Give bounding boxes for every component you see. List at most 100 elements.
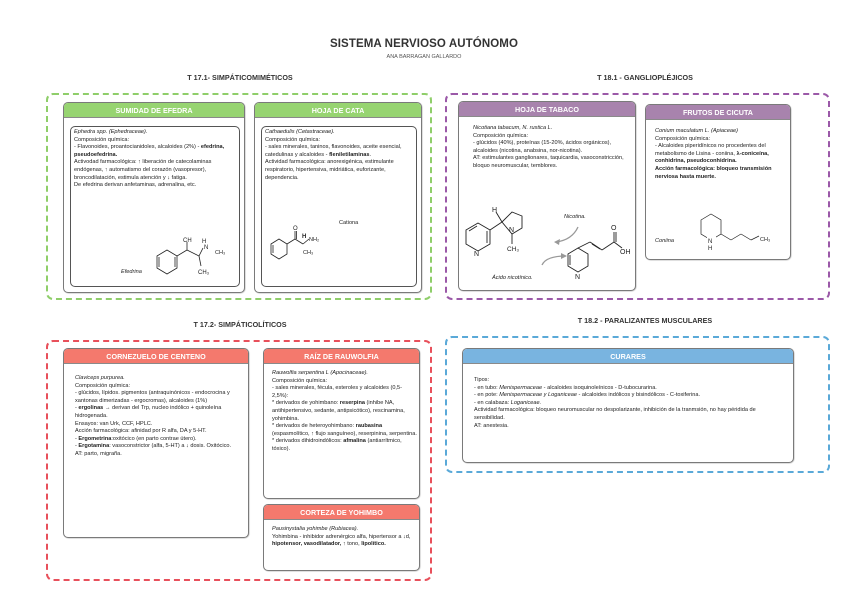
composition-text: - glúcidos, lípidos. pigmentos (antraqui… xyxy=(75,390,230,404)
coniine-molecule-icon: N H CH₃ xyxy=(700,213,770,252)
card-cornezuelo-de-centeno: CORNEZUELO DE CENTENO Claviceps purpurea… xyxy=(63,348,249,538)
species-name: Conium maculatum L. (Apiaceae) xyxy=(655,128,739,134)
mol-o-label: O xyxy=(611,225,617,232)
tipos-label: Tipos: xyxy=(474,377,490,383)
section-title-paralizantes-musculares: T 18.2 - PARALIZANTES MUSCULARES xyxy=(577,316,713,325)
text-part: → derivan del Trp, nucleo indólico + qui… xyxy=(75,405,222,419)
composition-text-end: . xyxy=(369,151,372,158)
activity-text: Actividad farmacológica: anorexigénica, … xyxy=(265,159,394,181)
mol-h-label: H xyxy=(492,207,497,214)
mol-ch3-label: CH₃ xyxy=(303,250,313,256)
card-body-yohimbo: Pausinystalia yohimbe (Rubiacea). Yohimb… xyxy=(272,526,418,549)
composition-text-part: - Alcaloides piperidínicos no procedente… xyxy=(655,143,766,157)
nicotine-label: Nicotina. xyxy=(564,214,586,220)
at-text: AT: parto, migraña. xyxy=(75,450,122,457)
activity-text: Acción farmacológica: bloqueo transmisió… xyxy=(655,165,772,180)
text-part: : vasoconstrictor (alfa, 5-HT) a ↓ dosis… xyxy=(109,443,232,450)
tipo-calabaza: - en calabaza: Loganiceae. xyxy=(474,400,786,408)
card-frutos-de-cicuta: FRUTOS DE CICUTA xyxy=(645,104,791,260)
tipo-pote: - en pote: Menispermaceae y Loganiceae -… xyxy=(474,392,786,400)
molecule-name: Coniina xyxy=(655,238,674,244)
ergometrina-text: - Ergometrina:oxitócico (en parto contra… xyxy=(75,436,245,444)
card-title: CURARES xyxy=(463,349,793,364)
text-part: :oxitócico (en parto contrae útero). xyxy=(111,435,197,442)
card-body-cata: Cathaedulis (Cetastraceae). Composición … xyxy=(261,126,417,287)
card-title: SUMIDAD DE EFEDRA xyxy=(64,103,244,118)
mol-n-label: N xyxy=(708,239,712,245)
card-body-curares: Tipos: - en tubo: Menispermaceae - alcal… xyxy=(474,377,786,430)
ergometrina-term: Ergometrina xyxy=(78,435,112,442)
text-part: - xyxy=(75,443,79,450)
mol-n-label: N xyxy=(575,274,580,281)
composition-label: Composición química: xyxy=(75,382,131,389)
molecule-name: Efedrina xyxy=(121,269,142,275)
text-part: * derivados dihidroindólicos: xyxy=(272,438,344,445)
yohimbina-text: Yohimbina - inhibidor adrenérgico alfa, … xyxy=(272,534,418,549)
at-text: AT: anestesia. xyxy=(474,422,509,429)
page-title: SISTEMA NERVIOSO AUTÓNOMO xyxy=(329,38,518,50)
section-title-simpaticoliticos: T 17.2- SIMPÁTICOLÍTICOS xyxy=(193,320,287,329)
ergotamina-term: Ergotamina xyxy=(78,443,110,450)
text-part: - en calabaza: xyxy=(474,399,511,406)
mol-oh-label: OH xyxy=(620,249,631,256)
heteroyohimbano-derivatives: * derivados de heteroyohimbano: raubasin… xyxy=(272,423,418,438)
composition-text-part: - sales minerales, taninos, flavonoides,… xyxy=(265,144,402,158)
tipo-tubo: - en tubo: Menispermaceae - alcaloides i… xyxy=(474,385,786,393)
ergolinas-term: ergolinas xyxy=(78,405,104,412)
composition-text: - sales minerales, taninos, flavonoides,… xyxy=(265,144,413,159)
text-part: ↑ tono, xyxy=(341,541,362,548)
species-name: Ephedra spp. (Ephedraceae). xyxy=(74,129,148,135)
composition-label: Composición química: xyxy=(272,377,328,384)
family-name: Loganiceae. xyxy=(510,399,542,406)
cathinone-molecule-icon: O H NH₂ CH₃ xyxy=(270,226,319,260)
card-body-tabaco: Nicotiana tabacum, N. rustica L. Composi… xyxy=(473,125,628,171)
reserpina-term: reserpina xyxy=(339,400,365,407)
text-part: - en pote: xyxy=(474,392,500,399)
text-part: - xyxy=(75,405,79,412)
author-name: ANA BARRAGAN GALLARDO xyxy=(386,54,462,60)
ensayos-text: Ensayos: van Urk, CCF, HPLC. xyxy=(75,420,153,427)
activity-text: Actividad farmacológica: bloqueo neuromu… xyxy=(474,407,756,421)
text-part: - alcaloides indólicos y bisindólicos - … xyxy=(576,392,701,399)
group-simpaticoliticos xyxy=(46,340,432,581)
text-part: (espasmolítico, ↑ flujo sanguíneo), rese… xyxy=(272,430,417,437)
card-raiz-de-rauwolfia: RAÍZ DE RAUWOLFIA Rauwolfia serpentina L… xyxy=(263,348,420,499)
ergotamina-text: - Ergotamina: vasoconstrictor (alfa, 5-H… xyxy=(75,443,245,451)
card-body-rauwolfia: Rauwolfia serpentina L (Apocinaceae). Co… xyxy=(272,370,418,454)
mol-h-label: H xyxy=(302,234,306,240)
composition-label: Composición química: xyxy=(655,135,711,142)
text-bold-part: hipotensor, vasodilatador, xyxy=(272,541,342,548)
dihidroindolicos-derivatives: * derivados dihidroindólicos: afmalina (… xyxy=(272,438,418,453)
card-title: CORTEZA DE YOHIMBO xyxy=(264,505,419,520)
family-name: Menispermaceae y Loganiceae xyxy=(499,392,577,399)
text-part: - alcaloides isoquinoleínicos - D-tubocu… xyxy=(542,384,657,391)
card-body-efedra: Ephedra spp. (Ephedraceae). Composición … xyxy=(70,126,240,287)
text-part: (inhibe NA, antihipertensivo, sedante, a… xyxy=(272,400,405,422)
text-part: Yohimbina - inhibidor adrenérgico alfa, … xyxy=(272,533,411,540)
mol-ch3-label: CH₃ xyxy=(760,237,770,243)
card-title: FRUTOS DE CICUTA xyxy=(646,105,790,120)
alkaloid-names: λ-coniceína, conhidrina, pseudoconhidrin… xyxy=(655,150,769,165)
species-name: Cathaedulis (Cetastraceae). xyxy=(265,129,335,135)
card-curares: CURARES Tipos: - en tubo: Menispermaceae… xyxy=(462,348,794,463)
card-title: CORNEZUELO DE CENTENO xyxy=(64,349,248,364)
group-paralizantes-musculares xyxy=(445,336,830,473)
text-bold-part: lipolítico. xyxy=(361,541,386,548)
species-name: Rauwolfia serpentina L (Apocinaceae). xyxy=(272,370,368,376)
derivatives-text: De efedrina derivan anfetaminas, adrenal… xyxy=(74,182,197,189)
afmalina-term: afmalina xyxy=(343,438,366,445)
card-corteza-de-yohimbo: CORTEZA DE YOHIMBO Pausinystalia yohimbe… xyxy=(263,504,420,571)
mol-oh-label: CH xyxy=(183,238,192,244)
composition-label: Composición química: xyxy=(473,132,529,139)
at-text: AT: estimulantes ganglionares, taquicard… xyxy=(473,155,624,169)
mol-h-label: H xyxy=(708,246,712,252)
group-ganglioplejicos xyxy=(445,93,830,300)
section-title-gangliopléjicos: T 18.1 - GANGLIOPLÉJICOS xyxy=(597,73,693,82)
group-simpaticomimeticos xyxy=(46,93,432,300)
ergolinas-text: - ergolinas → derivan del Trp, nucleo in… xyxy=(75,405,245,420)
nicotinic-acid-label: Ácido nicotínico. xyxy=(491,274,533,281)
composition-text: - glúcidos (40%), proteínas (15-20%, áci… xyxy=(473,140,612,154)
composition-text: - Flavonoides, proantocianidoles, alcalo… xyxy=(74,144,236,159)
composition-text-part: - Flavonoides, proantocianidoles, alcalo… xyxy=(74,144,201,151)
species-name: Claviceps purpurea. xyxy=(75,375,125,381)
